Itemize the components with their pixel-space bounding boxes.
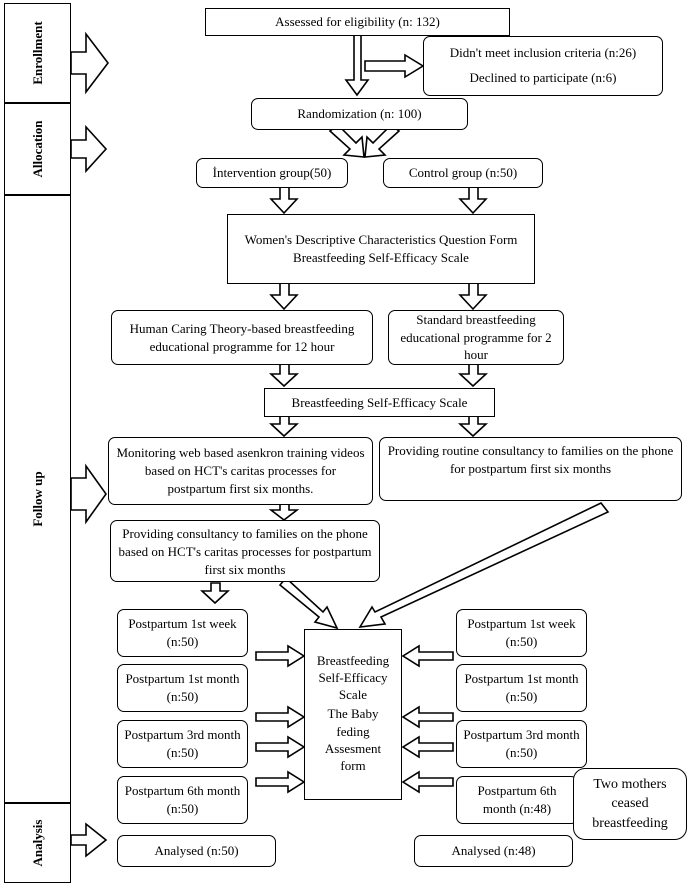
center-baby-feeding-text: The Baby feding Assesment form [324,706,382,773]
box-standard-programme-text: Standard breastfeeding educational progr… [400,311,552,363]
box-hct-consultancy: Providing consultancy to families on the… [110,520,380,582]
box-analysed-right: Analysed (n:48) [414,835,573,867]
box-assessed: Assessed for eligibility (n: 132) [205,8,510,36]
left-followup-2: Postpartum 1st month (n:50) [117,664,248,712]
arrow-bses-right [457,415,489,438]
right-followup-4-text: Postpartum 6th month (n:48) [477,783,557,816]
arrow-left-fu-1 [255,644,306,668]
right-followup-3-text: Postpartum 3rd month (n:50) [463,727,580,760]
box-routine-consultancy: Providing routine consultancy to familie… [379,437,682,501]
excluded-criteria-text: Didn't meet inclusion criteria (n:26) [449,45,637,61]
box-questionnaire: Women's Descriptive Characteristics Ques… [227,214,535,284]
arrow-q-left [269,282,299,311]
box-standard-programme: Standard breastfeeding educational progr… [388,310,564,365]
box-excluded: Didn't meet inclusion criteria (n:26) De… [423,36,663,96]
left-followup-2-text: Postpartum 1st month (n:50) [125,671,240,704]
arrow-right-fu-4 [401,770,454,794]
arrow-hct-diag [278,576,339,630]
box-bses: Breastfeeding Self-Efficacy Scale [264,388,495,417]
box-control-group-text: Control group (n:50) [408,165,518,181]
arrow-left-fu-2 [255,705,306,729]
arrow-int-down [269,186,299,215]
right-followup-1-text: Postpartum 1st week (n:50) [467,616,576,649]
box-randomization: Randomization (n: 100) [251,98,468,130]
arrow-ctl-down [458,186,488,215]
right-followup-1: Postpartum 1st week (n:50) [456,609,587,657]
left-followup-4-text: Postpartum 6th month (n:50) [124,783,241,816]
box-randomization-text: Randomization (n: 100) [297,106,422,122]
arrow-prog-left [268,363,300,388]
arrow-prog-right [457,363,489,388]
left-followup-1: Postpartum 1st week (n:50) [117,609,248,657]
box-analysed-left: Analysed (n:50) [117,835,276,867]
box-ceased-text: Two mothers ceased breastfeeding [592,777,668,831]
box-center-measurement: Breastfeeding Self-Efficacy Scale The Ba… [304,629,402,800]
questionnaire-form-text: Women's Descriptive Characteristics Ques… [244,232,518,248]
arrow-hct-down [199,582,231,605]
excluded-declined-text: Declined to participate (n:6) [469,70,617,85]
arrow-to-excluded [364,53,425,79]
arrow-right-fu-2 [401,705,454,729]
right-followup-2: Postpartum 1st month (n:50) [456,664,587,712]
questionnaire-scale-text: Breastfeeding Self-Efficacy Scale [293,250,469,265]
stage-follow-up: Follow up [4,195,71,803]
arrow-routine-diag [358,501,610,628]
arrow-left-fu-4 [255,770,306,794]
stage-arrow-allocation [70,124,108,174]
stage-arrow-analysis [70,822,108,858]
arrow-assessed-down [344,34,370,97]
box-ceased: Two mothers ceased breastfeeding [573,768,687,840]
box-routine-consultancy-text: Providing routine consultancy to familie… [387,443,674,476]
left-followup-4: Postpartum 6th month (n:50) [117,776,248,824]
arrow-web-down [268,503,300,522]
box-assessed-text: Assessed for eligibility (n: 132) [275,14,440,30]
right-followup-3: Postpartum 3rd month (n:50) [456,720,587,768]
left-followup-3-text: Postpartum 3rd month (n:50) [124,727,241,760]
box-intervention-group-text: İntervention group(50) [212,165,332,181]
arrow-left-fu-3 [255,735,306,759]
box-web-training-text: Monitoring web based asenkron training v… [116,445,365,496]
box-analysed-right-text: Analysed (n:48) [451,843,536,859]
stage-allocation: Allocation [4,103,71,195]
box-hct-programme-text: Human Caring Theory-based breastfeeding … [129,320,355,354]
box-analysed-left-text: Analysed (n:50) [154,843,239,859]
arrow-right-fu-3 [401,735,454,759]
stage-arrow-follow-up [70,463,107,525]
arrow-right-fu-1 [401,644,454,668]
arrow-bses-left [268,415,300,438]
stage-enrollment: Enrollment [4,3,71,103]
stage-arrow-enrollment [70,31,110,95]
left-followup-1-text: Postpartum 1st week (n:50) [128,616,237,649]
box-hct-programme: Human Caring Theory-based breastfeeding … [111,310,373,365]
right-followup-4: Postpartum 6th month (n:48) [456,776,578,824]
box-bses-text: Breastfeeding Self-Efficacy Scale [291,394,468,410]
right-followup-2-text: Postpartum 1st month (n:50) [464,671,579,704]
left-followup-3: Postpartum 3rd month (n:50) [117,720,248,768]
arrow-q-right [458,282,488,311]
box-hct-consultancy-text: Providing consultancy to families on the… [118,526,372,577]
box-control-group: Control group (n:50) [383,158,543,188]
box-intervention-group: İntervention group(50) [196,158,348,188]
box-web-training: Monitoring web based asenkron training v… [108,437,373,505]
center-bses-text: Breastfeeding Self-Efficacy Scale [316,653,390,703]
